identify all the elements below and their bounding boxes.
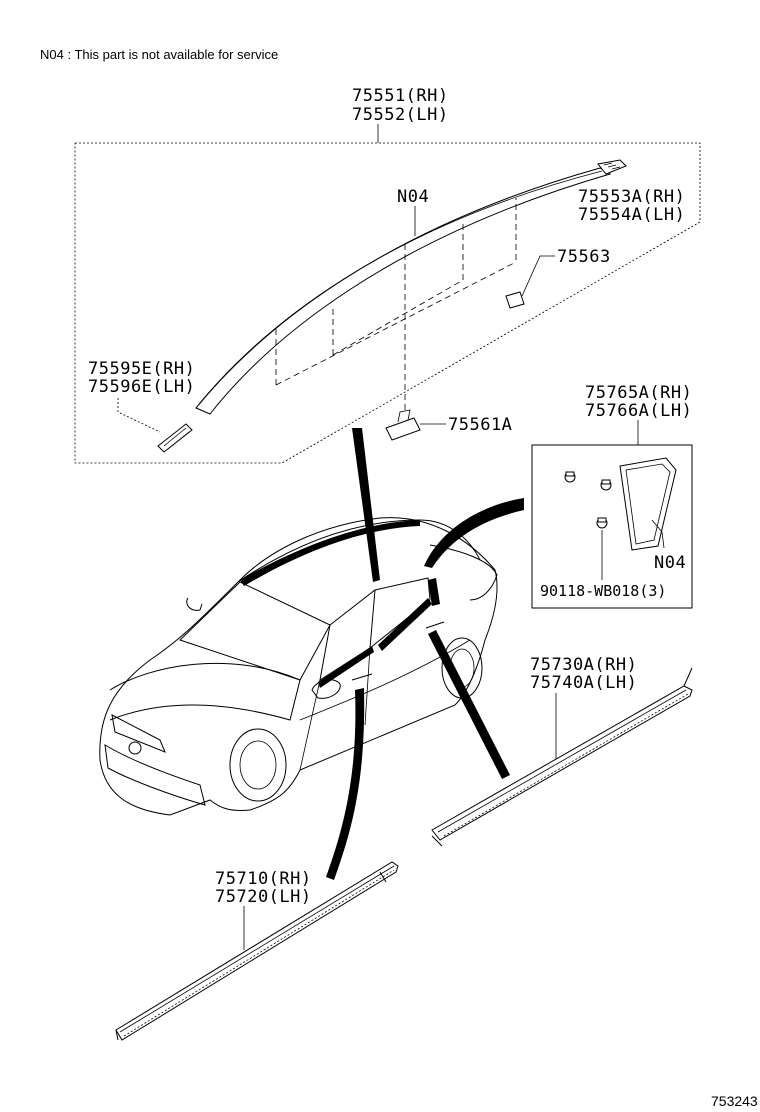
pointer-front-belt [326, 688, 365, 880]
dash-base-2 [332, 279, 464, 356]
label-75710-rh[interactable]: 75710(RH) [215, 869, 312, 889]
label-n04-roof[interactable]: N04 [397, 187, 429, 207]
rear-belt-moulding-part[interactable] [431, 685, 693, 841]
screw-1[interactable] [564, 471, 576, 483]
roof-group-bracket [74, 142, 701, 464]
car-rear-door-edge [364, 647, 371, 726]
car-illustration [99, 517, 498, 816]
roof-moulding-inner-line [198, 170, 603, 405]
front-belt-clips [115, 871, 387, 1041]
pointer-quarter [424, 498, 524, 568]
highlight-roof [240, 520, 420, 586]
car-front-wheel-hub [239, 740, 277, 790]
car-front-door-edge [299, 679, 321, 771]
quarter-window-inner [625, 463, 671, 545]
rear-belt-moulding-group: 75730A(RH) 75740A(LH) [431, 655, 693, 847]
car-trunk [429, 544, 498, 601]
front-belt-moulding-group: 75710(RH) 75720(LH) [115, 861, 399, 1041]
clip-75563-part[interactable] [505, 291, 525, 309]
car-b-pillar [369, 589, 376, 649]
rear-belt-inner [437, 689, 687, 833]
car-body-outline [99, 517, 498, 816]
car-antenna [186, 597, 203, 611]
figure-reference: 753243 [711, 1093, 758, 1109]
label-75720-lh[interactable]: 75720(LH) [215, 887, 312, 907]
rear-belt-clip [431, 835, 443, 847]
front-end-piece-part[interactable] [157, 423, 193, 453]
leader-75595e [117, 398, 161, 433]
clip-75561a-part[interactable] [385, 417, 421, 441]
front-belt-texture [123, 869, 395, 1037]
highlight-rear-belt [378, 598, 432, 651]
label-75595e-rh[interactable]: 75595E(RH) [88, 359, 195, 379]
label-75552-lh[interactable]: 75552(LH) [352, 105, 449, 125]
screw-3[interactable] [596, 517, 608, 529]
roof-end-cap-part[interactable] [597, 159, 627, 175]
car-character-line [299, 639, 471, 721]
dash-base-1 [275, 261, 517, 386]
car-hood [109, 662, 301, 721]
label-75596e-lh[interactable]: 75596E(LH) [88, 377, 195, 397]
label-75553a-rh[interactable]: 75553A(RH) [578, 187, 685, 207]
screw-2[interactable] [600, 479, 612, 491]
car-roof-line [237, 519, 481, 583]
leader-75563 [521, 255, 555, 297]
quarter-window-group: 75765A(RH) 75766A(LH) N04 90118-WB018(3) [531, 383, 693, 609]
quarter-window-moulding-part[interactable] [619, 457, 677, 551]
label-n04-quarter[interactable]: N04 [654, 553, 686, 573]
end-cap-ribs [603, 162, 621, 170]
car-front-wheel [229, 728, 287, 802]
label-75561a[interactable]: 75561A [448, 415, 512, 435]
leader-n04-quarter [651, 519, 665, 549]
label-75740a-lh[interactable]: 75740A(LH) [530, 673, 637, 693]
label-75554a-lh[interactable]: 75554A(LH) [578, 205, 685, 225]
front-end-ribs [163, 427, 190, 450]
highlight-quarter [428, 578, 440, 606]
label-75766a-lh[interactable]: 75766A(LH) [585, 401, 692, 421]
label-75765a-rh[interactable]: 75765A(RH) [585, 383, 692, 403]
roof-moulding-group: 75551(RH) 75552(LH) N04 75553A(RH) 75554… [74, 86, 701, 464]
car-grille [104, 744, 206, 806]
car-windshield [179, 581, 331, 681]
label-75563[interactable]: 75563 [557, 247, 611, 267]
car-headlight [111, 714, 166, 753]
rear-belt-texture [443, 693, 689, 837]
clip-75561a-tab [397, 409, 411, 423]
label-75551-rh[interactable]: 75551(RH) [352, 86, 449, 106]
car-front-handle [351, 673, 373, 681]
service-note: N04 : This part is not available for ser… [40, 47, 278, 62]
pointer-lines [240, 428, 524, 880]
highlight-front-belt [318, 646, 374, 688]
car-rear-handle [425, 621, 445, 629]
label-75730a-rh[interactable]: 75730A(RH) [530, 655, 637, 675]
front-belt-inner [119, 865, 395, 1033]
pointer-rear-belt [428, 630, 510, 779]
rear-belt-tip [683, 667, 693, 687]
car-emblem [128, 741, 142, 755]
label-90118-wb018[interactable]: 90118-WB018(3) [540, 582, 666, 600]
quarter-box [531, 444, 693, 609]
pointer-roof [352, 428, 380, 582]
